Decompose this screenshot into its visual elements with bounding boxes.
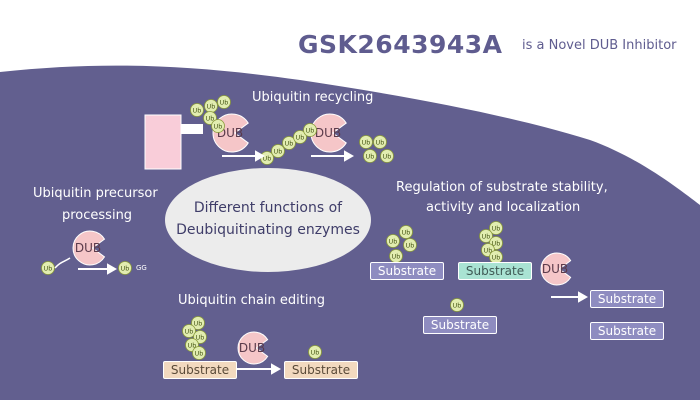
- svg-text:Ub: Ub: [492, 225, 501, 233]
- svg-text:Ub: Ub: [376, 139, 385, 147]
- center-label: Different functions of Deubiquitinating …: [173, 197, 363, 241]
- svg-text:Ub: Ub: [296, 134, 305, 142]
- svg-text:Ub: Ub: [185, 328, 194, 336]
- svg-text:Ub: Ub: [207, 103, 216, 111]
- ubiquitin-circle: Ub: [380, 149, 394, 163]
- ubiquitin-circle: Ub: [389, 249, 403, 263]
- ubiquitin-circle: Ub: [282, 136, 296, 150]
- ubiquitin-circle: Ub: [308, 345, 322, 359]
- svg-text:Ub: Ub: [392, 253, 401, 261]
- ubiquitin-circle: Ub: [373, 135, 387, 149]
- ubiquitin-circle: Ub: [403, 238, 417, 252]
- svg-text:Ub: Ub: [482, 233, 491, 241]
- ubiquitin-circle: Ub: [182, 324, 196, 338]
- svg-text:Ub: Ub: [492, 240, 501, 248]
- gg-label: GG: [136, 264, 147, 272]
- label-regulation-line1: Regulation of substrate stability,: [396, 180, 608, 195]
- center-line-2: Deubiquitinating enzymes: [176, 222, 360, 238]
- dub-enzyme: DUB: [540, 252, 572, 286]
- svg-text:Ub: Ub: [263, 155, 272, 163]
- svg-text:Ub: Ub: [274, 148, 283, 156]
- svg-text:Ub: Ub: [44, 265, 53, 273]
- dub-label: DUB: [315, 126, 341, 140]
- ubiquitin-circle: Ub: [191, 316, 205, 330]
- svg-text:Ub: Ub: [196, 334, 205, 342]
- substrate-box: Substrate: [590, 290, 664, 308]
- label-ubiquitin-recycling: Ubiquitin recycling: [252, 90, 374, 105]
- dub-enzyme: DUB: [310, 113, 347, 153]
- svg-text:Ub: Ub: [195, 350, 204, 358]
- svg-text:Ub: Ub: [121, 265, 130, 273]
- ubiquitin-circle: Ub: [271, 144, 285, 158]
- svg-text:Ub: Ub: [193, 107, 202, 115]
- svg-text:Ub: Ub: [402, 229, 411, 237]
- ubiquitin-circle: Ub: [217, 95, 231, 109]
- ubiquitin-circle: Ub: [41, 261, 55, 275]
- ubiquitin-circle: Ub: [479, 229, 493, 243]
- dub-enzyme: DUB: [72, 230, 106, 266]
- page-subtitle: is a Novel DUB Inhibitor: [522, 38, 677, 53]
- dub-enzyme: DUB: [237, 331, 269, 365]
- dub-label: DUB: [239, 341, 265, 355]
- ubiquitin-circle: Ub: [204, 99, 218, 113]
- dub-label: DUB: [75, 241, 101, 255]
- svg-text:Ub: Ub: [306, 127, 315, 135]
- svg-text:Ub: Ub: [484, 247, 493, 255]
- ubiquitin-circle: Ub: [359, 135, 373, 149]
- substrate-box: Substrate: [163, 361, 237, 379]
- ubiquitin-circle: Ub: [293, 130, 307, 144]
- ubiquitin-circle: Ub: [118, 261, 132, 275]
- substrate-box: Substrate: [284, 361, 358, 379]
- ubiquitin-circle: Ub: [386, 234, 400, 248]
- center-ellipse: [165, 168, 371, 272]
- svg-text:Ub: Ub: [362, 139, 371, 147]
- substrate-box: Substrate: [590, 322, 664, 340]
- svg-text:Ub: Ub: [311, 349, 320, 357]
- label-precursor-line1: Ubiquitin precursor: [33, 186, 158, 201]
- label-precursor-line2: processing: [62, 208, 133, 223]
- svg-text:Ub: Ub: [206, 115, 215, 123]
- svg-text:Ub: Ub: [366, 153, 375, 161]
- center-line-1: Different functions of: [193, 200, 343, 216]
- ubiquitin-circle: Ub: [192, 346, 206, 360]
- membrane-protein: [144, 114, 182, 170]
- arrows: [78, 150, 589, 375]
- ubiquitin-circle: Ub: [303, 123, 317, 137]
- label-chain-editing: Ubiquitin chain editing: [178, 293, 325, 308]
- svg-text:Ub: Ub: [188, 342, 197, 350]
- protein-linker: [181, 124, 203, 134]
- svg-text:Ub: Ub: [194, 320, 203, 328]
- ubiquitin-circle: Ub: [190, 103, 204, 117]
- ubiquitin-circle: Ub: [399, 225, 413, 239]
- dub-label: DUB: [542, 262, 568, 276]
- svg-text:Ub: Ub: [285, 140, 294, 148]
- substrate-box: Substrate: [423, 316, 497, 334]
- ubiquitin-circle: Ub: [211, 119, 225, 133]
- svg-text:Ub: Ub: [383, 153, 392, 161]
- ubiquitin-circle: Ub: [363, 149, 377, 163]
- svg-text:Ub: Ub: [214, 123, 223, 131]
- svg-text:Ub: Ub: [492, 254, 501, 262]
- page-title: GSK2643943A: [298, 30, 503, 59]
- substrate-box: Substrate: [458, 262, 532, 280]
- precursor-tail: [54, 257, 71, 269]
- svg-text:Ub: Ub: [389, 238, 398, 246]
- svg-text:Ub: Ub: [220, 99, 229, 107]
- svg-text:Ub: Ub: [406, 242, 415, 250]
- svg-text:Ub: Ub: [453, 302, 462, 310]
- ubiquitin-circle: Ub: [450, 298, 464, 312]
- label-regulation-line2: activity and localization: [426, 200, 581, 215]
- ubiquitin-circle: Ub: [489, 221, 503, 235]
- substrate-box: Substrate: [370, 262, 444, 280]
